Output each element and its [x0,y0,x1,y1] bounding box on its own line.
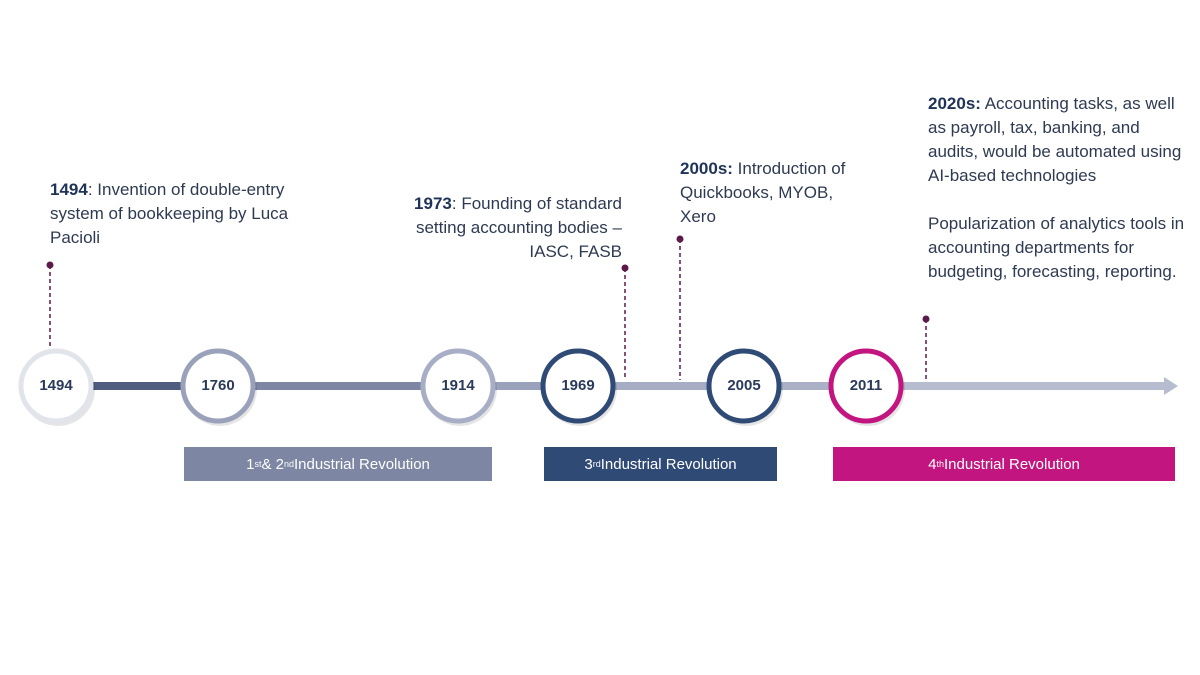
milestone-label-1494: 1494 [39,377,73,394]
annotation-1494: 1494: Invention of double-entry system o… [50,178,310,250]
axis-arrowhead [1164,377,1178,395]
marker-dot-2000s [676,235,684,243]
annotation-1973: 1973: Founding of standard setting accou… [380,192,622,264]
annotation-2020s: 2020s: Accounting tasks, as well as payr… [928,92,1190,284]
milestone-circle-1760 [180,348,256,424]
milestone-circle-2005 [706,348,782,424]
annotation-year: 2000s: [680,159,733,178]
annotation-paragraph: 2020s: Accounting tasks, as well as payr… [928,92,1190,188]
band-sup: rd [592,459,601,469]
annotation-text: Accounting tasks, as well as payroll, ta… [928,94,1182,185]
band-sup: th [936,459,944,469]
band-text: Industrial Revolution [943,455,1080,473]
annotation-year: 1973 [414,194,452,213]
marker-dot-1973 [621,264,629,272]
band-sup: nd [283,459,294,469]
milestone-circle-1969 [540,348,616,424]
milestone-label-1760: 1760 [201,377,235,394]
marker-dot-1494 [46,261,54,269]
marker-dot-2020s [922,315,930,323]
annotation-year: 1494 [50,180,88,199]
band-sup: st [254,459,262,469]
milestone-circle-1494 [18,348,94,424]
annotation-text: : Founding of standard setting accountin… [415,194,622,261]
annotation-text: Introduction of Quickbooks, MYOB, Xero [680,159,846,226]
band-text: Industrial Revolution [600,455,737,473]
annotation-year: 2020s: [928,94,981,113]
milestone-label-2011: 2011 [849,377,883,394]
milestone-label-1969: 1969 [561,377,595,394]
band-text: 1 [246,455,255,473]
annotation-text: : Invention of double-entry system of bo… [50,180,289,247]
milestone-label-2005: 2005 [727,377,761,394]
milestone-circle-1914 [420,348,496,424]
annotation-2000s: 2000s: Introduction of Quickbooks, MYOB,… [680,157,850,229]
band-text: Industrial Revolution [293,455,430,473]
band-text: & 2 [261,455,284,473]
band-text: 3 [584,455,593,473]
annotation-paragraph-2: Popularization of analytics tools in acc… [928,214,1185,281]
milestone-label-1914: 1914 [441,377,475,394]
band-text: 4 [928,455,937,473]
milestone-circle-2011 [828,348,904,424]
